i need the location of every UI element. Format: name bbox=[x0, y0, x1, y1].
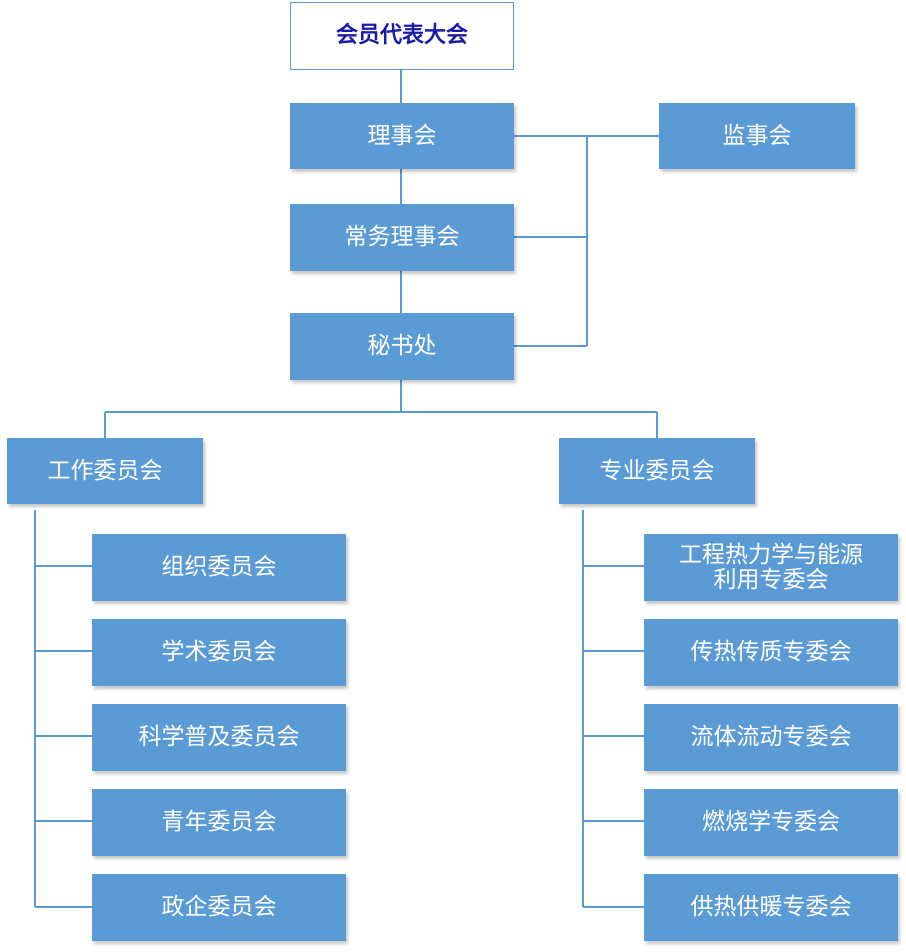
professional-committee-item-label-line1: 工程热力学与能源 bbox=[679, 542, 863, 569]
work-committee-item-label: 政企委员会 bbox=[161, 894, 277, 921]
council-label: 理事会 bbox=[367, 122, 437, 149]
professional-committee-item-label: 供热供暖专委会 bbox=[690, 894, 852, 921]
work-committees-box: 工作委员会 bbox=[7, 438, 203, 504]
general-assembly-box: 会员代表大会 bbox=[290, 2, 514, 70]
work-committee-item-label: 学术委员会 bbox=[161, 639, 277, 666]
work-committee-item: 组织委员会 bbox=[92, 534, 346, 601]
work-committee-item: 学术委员会 bbox=[92, 619, 346, 686]
work-committees-label: 工作委员会 bbox=[47, 457, 163, 484]
professional-committee-item: 燃烧学专委会 bbox=[644, 789, 898, 856]
standing-council-box: 常务理事会 bbox=[290, 204, 514, 271]
secretariat-label: 秘书处 bbox=[367, 333, 437, 360]
professional-committee-item-label: 燃烧学专委会 bbox=[702, 809, 840, 836]
work-committee-item: 青年委员会 bbox=[92, 789, 346, 856]
work-committee-item-label: 科学普及委员会 bbox=[138, 724, 300, 751]
work-committee-item-label: 青年委员会 bbox=[161, 809, 277, 836]
professional-committees-box: 专业委员会 bbox=[559, 438, 755, 504]
professional-committee-item-label-line2: 利用专委会 bbox=[713, 566, 829, 593]
work-committee-item: 科学普及委员会 bbox=[92, 704, 346, 771]
professional-committee-item-label: 流体流动专委会 bbox=[690, 724, 852, 751]
standing-council-label: 常务理事会 bbox=[344, 224, 460, 251]
professional-committee-item-label: 传热传质专委会 bbox=[690, 639, 852, 666]
work-committee-item-label: 组织委员会 bbox=[161, 554, 277, 581]
secretariat-box: 秘书处 bbox=[290, 313, 514, 380]
general-assembly-label: 会员代表大会 bbox=[335, 23, 468, 49]
professional-committee-item: 供热供暖专委会 bbox=[644, 874, 898, 941]
professional-committee-item: 流体流动专委会 bbox=[644, 704, 898, 771]
supervisory-board-box: 监事会 bbox=[659, 103, 855, 169]
professional-committees-label: 专业委员会 bbox=[599, 457, 715, 484]
supervisory-board-label: 监事会 bbox=[722, 122, 792, 149]
council-box: 理事会 bbox=[290, 103, 514, 169]
work-committee-item: 政企委员会 bbox=[92, 874, 346, 941]
professional-committee-item: 传热传质专委会 bbox=[644, 619, 898, 686]
professional-committee-item: 工程热力学与能源 利用专委会 bbox=[644, 534, 898, 601]
